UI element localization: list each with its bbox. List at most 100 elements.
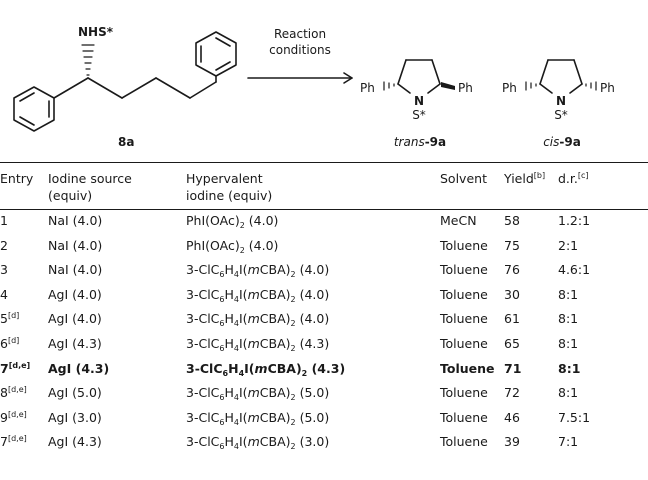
entry-note: [d,e] (7, 434, 27, 444)
table-row: 9[d,e]AgI (3.0) 3-ClC6H4I(mCBA)2 (5.0)Tol… (0, 409, 648, 434)
cell-dr: 8:1 (558, 286, 579, 302)
hyper-b: (4.0) (244, 237, 279, 253)
cis-left-hashed-wedge (525, 81, 537, 91)
cell-hypervalent-iodine: PhI(OAc)2 (4.0) (186, 237, 440, 262)
cell-iodine-source: AgI (4.0) (48, 311, 102, 327)
cell-yield: 76 (504, 262, 520, 278)
trans-n-atom: N (414, 94, 424, 108)
cell-solvent: Toluene (440, 409, 488, 425)
reactant-bond-ring-to-c (53, 77, 89, 99)
cell-hypervalent-iodine: 3-ClC6H4I(mCBA)2 (5.0) (186, 384, 440, 409)
cell-entry: 8[d,e] (0, 384, 48, 409)
hyper-d: CBA) (259, 434, 291, 450)
cell-hypervalent-iodine: 3-ClC6H4I(mCBA)2 (5.0) (186, 409, 440, 434)
hyper-sub-3: 2 (290, 294, 296, 304)
cell-hypervalent-iodine: 3-ClC6H4I(mCBA)2 (4.0) (186, 261, 440, 286)
hyper-e: (3.0) (295, 434, 330, 450)
trans-product-label: trans-9a (394, 135, 446, 149)
cis-right-hashed-wedge (585, 81, 597, 91)
hyper-c: I( (239, 286, 248, 302)
reactant-hashed-wedge (81, 44, 95, 76)
trans-prefix: trans (394, 135, 425, 149)
cell-dr: 7:1 (558, 434, 579, 450)
hyper-italic: m (247, 311, 260, 327)
reactant-compound-label: 8a (118, 135, 134, 149)
trans-left-hashed-wedge (383, 81, 395, 91)
table-row: 8[d,e]AgI (5.0)3-ClC6H4I(mCBA)2 (5.0)Tol… (0, 384, 648, 409)
trans-right-bold-wedge (441, 82, 455, 90)
hyper-a: 3-ClC (186, 262, 220, 278)
hyper-e: (4.0) (295, 286, 330, 302)
hyper-italic: m (247, 409, 260, 425)
hyper-b: H (224, 262, 234, 278)
reactant-nhs-label: NHS* (78, 25, 114, 39)
cis-ph-right: Ph (600, 81, 615, 95)
cell-iodine-source: NaI (4.0) (48, 262, 103, 278)
hyper-d: CBA) (259, 385, 291, 401)
hyper-a: 3-ClC (186, 311, 220, 327)
cell-yield: 46 (504, 409, 520, 425)
entry-note: [d,e] (7, 409, 27, 419)
cell-iodine-source: AgI (4.3) (48, 434, 102, 450)
hyper-sub-3: 2 (301, 368, 308, 378)
header-iodine-line-1: Iodine source (48, 171, 132, 186)
trans-ph-right: Ph (458, 81, 473, 95)
cell-dr: 1.2:1 (558, 213, 591, 228)
cell-entry: 3 (0, 261, 48, 286)
table-row: 7[d,e]AgI (4.3)3-ClC6H4I(mCBA)2 (3.0)Tol… (0, 433, 648, 458)
cell-entry: 7[d,e] (0, 433, 48, 458)
hyper-sub-3: 2 (290, 319, 296, 329)
hyper-sub-1: 6 (222, 368, 229, 378)
cis-product-label: cis-9a (543, 135, 581, 149)
hyper-d: CBA) (267, 360, 302, 376)
entry-note: [d,e] (7, 385, 27, 395)
trans-s-star: S* (412, 108, 426, 122)
cell-yield: 61 (504, 311, 520, 327)
cell-iodine-source: NaI (4.0) (48, 213, 103, 228)
hyper-sub-3: 2 (290, 270, 296, 280)
header-yield-text: Yield (504, 171, 534, 186)
cell-yield: 58 (504, 213, 520, 228)
reactant-chain-2 (121, 77, 157, 99)
cis-s-star: S* (554, 108, 568, 122)
hyper-sub-1: 6 (219, 270, 225, 280)
cell-iodine-source: AgI (3.0) (48, 409, 102, 425)
hyper-c: I( (239, 262, 248, 278)
cell-entry: 9[d,e] (0, 409, 48, 434)
header-hyper-line-1: Hypervalent (186, 171, 263, 186)
cis-prefix: cis (543, 135, 559, 149)
hyper-sub-2: 4 (238, 368, 245, 378)
cell-yield: 65 (504, 335, 520, 351)
cell-dr: 8:1 (558, 385, 579, 401)
header-dr: d.r.[c] (558, 170, 648, 212)
reaction-arrow (247, 72, 353, 84)
cell-hypervalent-iodine: 3-ClC6H4I(mCBA)2 (3.0) (186, 433, 440, 458)
hyper-b: H (224, 335, 234, 351)
hyper-c: I( (244, 360, 255, 376)
cell-dr: 7.5:1 (558, 409, 591, 425)
conditions-table: Entry Iodine source (equiv) Hypervalent … (0, 170, 648, 458)
hyper-e: (4.0) (295, 262, 330, 278)
cis-ph-left: Ph (502, 81, 517, 95)
cell-hypervalent-iodine: 3-ClC6H4I(mCBA)2 (4.0) (186, 310, 440, 335)
cell-hypervalent-iodine: 3-ClC6H4I(mCBA)2 (4.3) (186, 360, 440, 385)
hyper-d: CBA) (259, 409, 291, 425)
header-iodine-line-2: (equiv) (48, 188, 93, 203)
hyper-sub-2: 4 (233, 343, 239, 353)
cell-iodine-source: AgI (4.0) (48, 286, 102, 302)
cell-solvent: Toluene (440, 335, 488, 351)
hyper-c: I( (239, 311, 248, 327)
hyper-b: H (224, 385, 234, 401)
hyper-a: 3-ClC (186, 434, 220, 450)
hyper-e: (5.0) (295, 409, 330, 425)
hyper-d: CBA) (259, 311, 291, 327)
cell-solvent: Toluene (440, 237, 488, 253)
hyper-e: (4.3) (307, 360, 346, 376)
hyper-a: 3-ClC (186, 286, 220, 302)
hyper-d: CBA) (259, 262, 291, 278)
trans-ph-left: Ph (360, 81, 375, 95)
hyper-e: (4.0) (295, 311, 330, 327)
hyper-e: (5.0) (295, 385, 330, 401)
